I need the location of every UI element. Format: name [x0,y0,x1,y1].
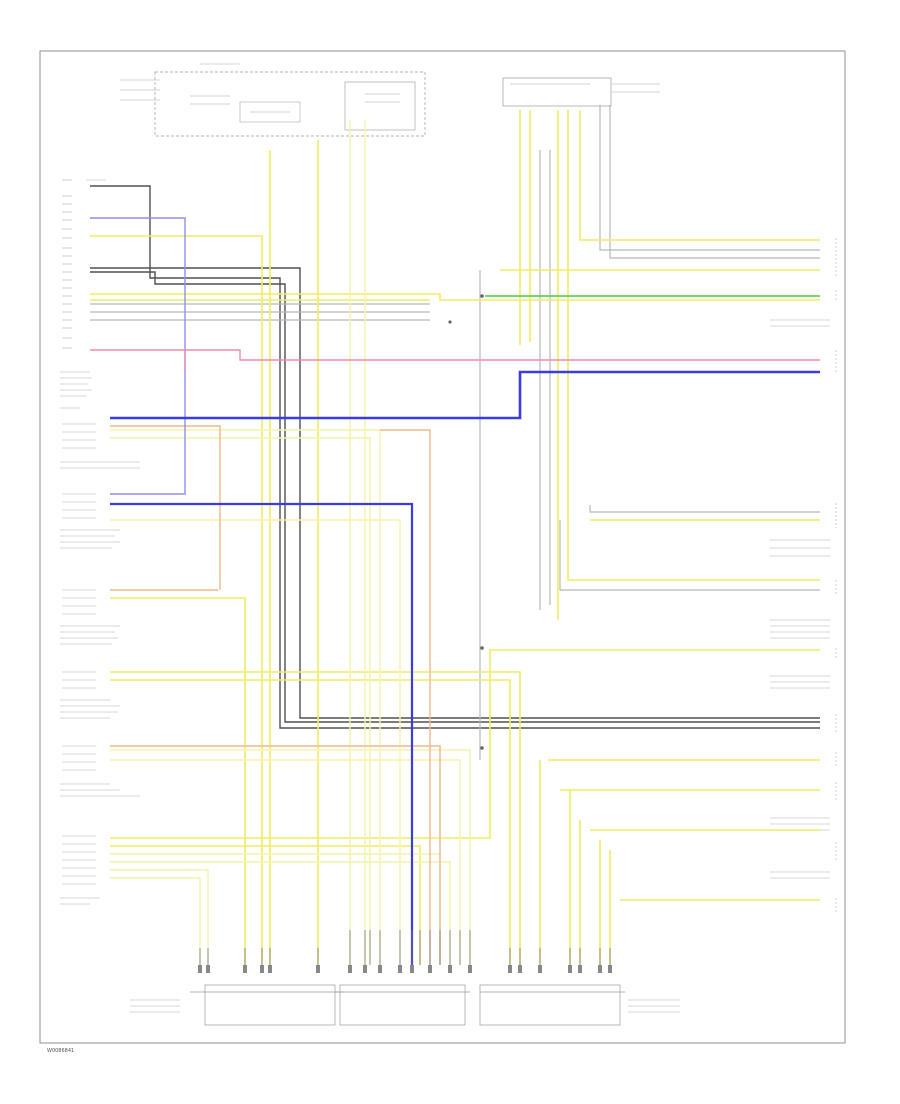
diagram-frame [39,50,846,1044]
connector-pins [199,930,611,965]
bottom-connectors [190,984,625,1026]
connector-pin-heads [198,965,612,973]
wire-group-orange [110,425,441,965]
wire-group-light-yellow [110,120,471,965]
wire-group-blue [90,217,820,965]
wire-group-pink [90,349,820,370]
junction-dots [448,294,484,750]
fine-print-labels [60,179,830,1013]
wire-bundle-dark [90,185,820,729]
figure-code: W0086841 [47,1048,74,1054]
cluster-connector-top-right [502,77,660,107]
wire-group-yellow [90,110,820,965]
wire-group-gray [90,105,820,760]
fuse-relay-box-top [120,63,426,137]
